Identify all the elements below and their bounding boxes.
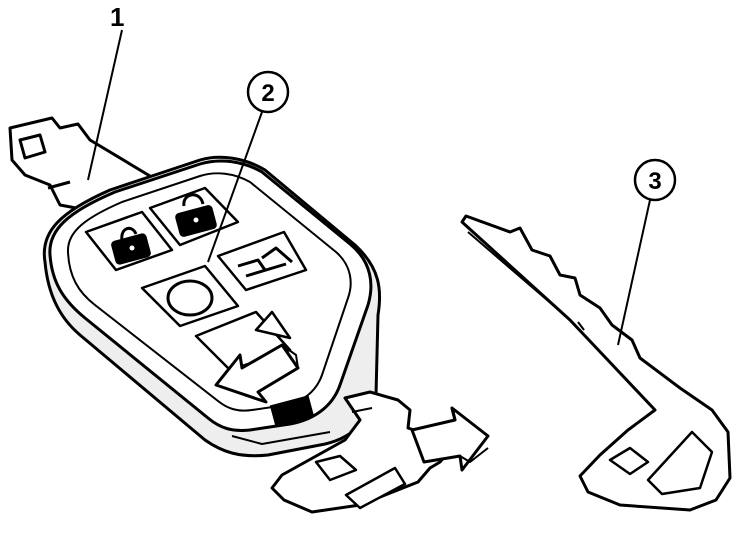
- callout-3-label: 3: [648, 168, 661, 195]
- panic-circle-icon: [168, 281, 212, 315]
- callout-3: 3: [618, 160, 675, 345]
- detachable-key-blade: [462, 216, 730, 510]
- callout-2-label: 2: [261, 80, 274, 107]
- pull-arrow-icon: [412, 408, 488, 470]
- callout-1-label: 1: [110, 2, 124, 32]
